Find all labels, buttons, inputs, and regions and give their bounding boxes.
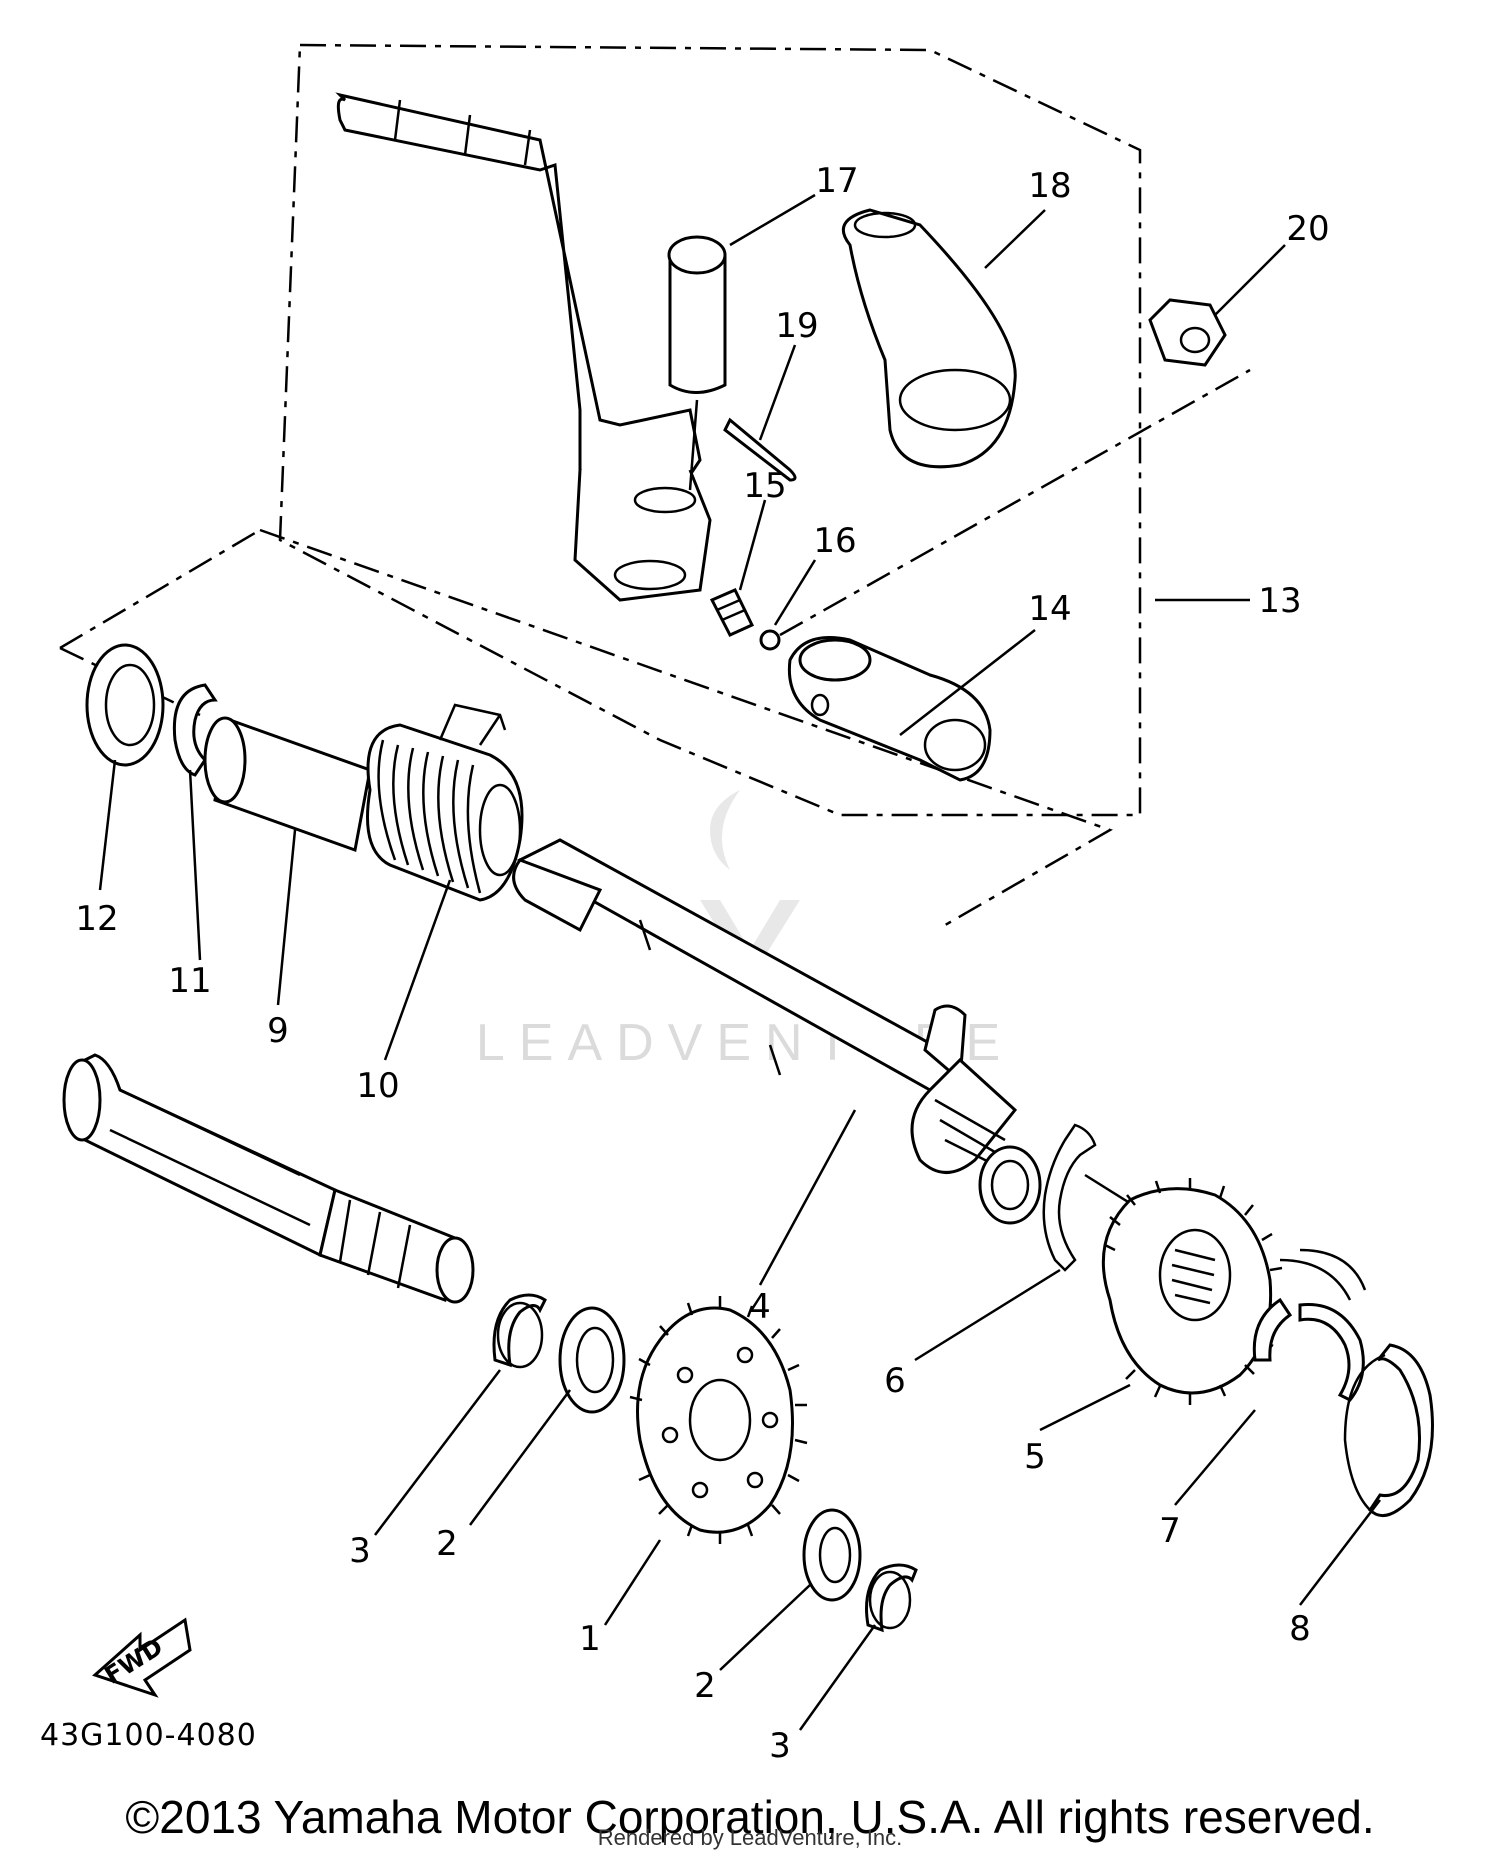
callout-9: 9 — [267, 1011, 289, 1051]
callout-12: 12 — [75, 899, 118, 939]
assembly-outline-13 — [278, 43, 1142, 817]
copyright-text: ©2013 Yamaha Motor Corporation, U.S.A. A… — [125, 1791, 1374, 1843]
circlip-11 — [172, 683, 218, 777]
circlip-3b — [865, 1563, 918, 1633]
callout-6: 6 — [884, 1361, 906, 1401]
kick-axle-4 — [512, 838, 1042, 1225]
callout-15: 15 — [743, 466, 786, 506]
collar-9 — [203, 716, 372, 853]
callout-20: 20 — [1286, 209, 1329, 249]
boss-14 — [787, 636, 992, 782]
callout-18: 18 — [1028, 166, 1071, 206]
callout-17: 17 — [815, 161, 858, 201]
washer-2a — [558, 1306, 626, 1414]
callout-19: 19 — [775, 306, 818, 346]
callout-3a: 3 — [349, 1531, 371, 1571]
callout-3b: 3 — [769, 1726, 791, 1766]
callout-13: 13 — [1258, 581, 1301, 621]
circlip-8 — [1343, 1343, 1434, 1518]
leader-lines — [98, 193, 1381, 1731]
callout-2a: 2 — [436, 1524, 458, 1564]
assembly-outline-shaft — [59, 368, 1251, 930]
gear-1 — [629, 1296, 808, 1544]
cotter-pin-19 — [723, 417, 797, 482]
callout-1: 1 — [579, 1619, 601, 1659]
fwd-arrow-icon: FWD — [92, 1617, 192, 1698]
pin-17 — [667, 235, 727, 491]
ball-16 — [759, 629, 781, 651]
spring-7 — [1252, 1248, 1367, 1402]
callout-labels: 1 2 2 3 3 4 5 6 7 8 9 10 11 12 13 14 15 … — [75, 161, 1329, 1766]
washer-2b — [802, 1508, 862, 1602]
diagram-code: 43G100-4080 — [40, 1718, 257, 1753]
callout-7: 7 — [1159, 1511, 1181, 1551]
callout-16: 16 — [813, 521, 856, 561]
rubber-cap-18 — [841, 208, 1017, 469]
oil-seal-12 — [85, 643, 165, 767]
shaft-left — [62, 1053, 475, 1304]
callout-8: 8 — [1289, 1609, 1311, 1649]
callout-11: 11 — [168, 961, 211, 1001]
nut-20 — [1148, 298, 1227, 367]
kick-crank-lever — [335, 92, 712, 602]
callout-14: 14 — [1028, 589, 1071, 629]
callout-4: 4 — [749, 1287, 771, 1327]
rendered-by-text: Rendered by LeadVenture, Inc. — [598, 1825, 903, 1850]
ratchet-wheel-5 — [1101, 1178, 1283, 1405]
callout-2b: 2 — [694, 1666, 716, 1706]
callout-10: 10 — [356, 1066, 399, 1106]
kick-spring-10 — [366, 703, 524, 902]
callout-5: 5 — [1024, 1437, 1046, 1477]
circlip-3a — [492, 1293, 547, 1369]
spring-15 — [709, 588, 755, 637]
